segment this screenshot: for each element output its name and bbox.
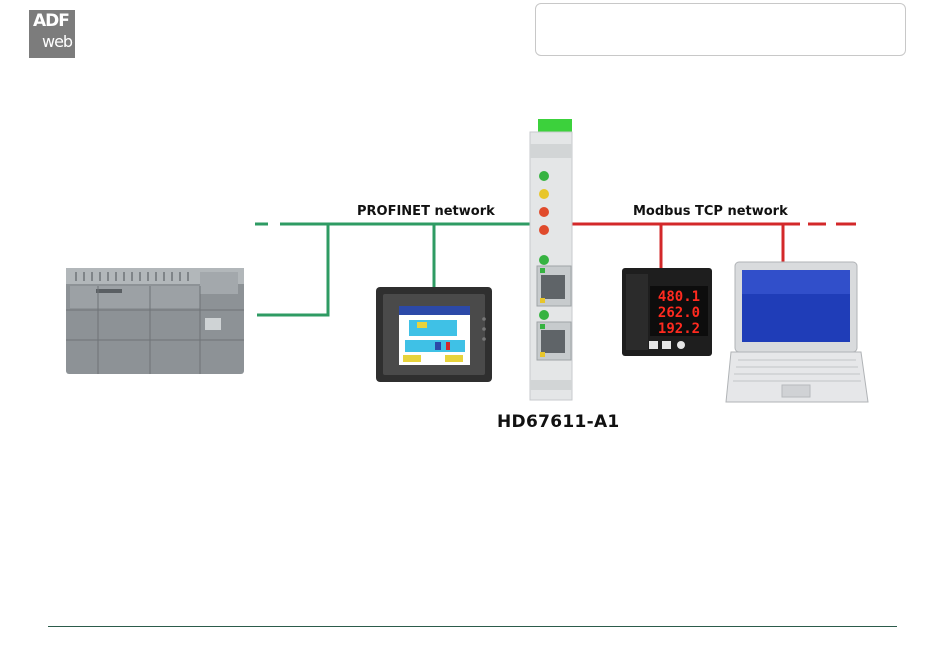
plc-module-top [200, 272, 238, 294]
plc-drop-line [257, 224, 328, 315]
led-green [539, 171, 549, 181]
power-meter: 480.1 262.0 192.2 [622, 268, 712, 356]
modbus-network-label: Modbus TCP network [633, 204, 788, 219]
led-green [539, 255, 549, 265]
device-model-label: HD67611-A1 [497, 412, 620, 432]
plc-port [205, 318, 221, 330]
led-yellow [539, 189, 549, 199]
gateway-green-connector [538, 119, 572, 133]
footer-divider [48, 626, 897, 627]
plc-brand-plate [96, 289, 122, 293]
profinet-network-label: PROFINET network [357, 204, 495, 219]
led-red [539, 207, 549, 217]
meter-reading-2: 262.0 [658, 305, 700, 321]
led-green [539, 310, 549, 320]
plc-terminal-row [70, 286, 200, 308]
meter-reading-3: 192.2 [658, 321, 700, 337]
led-red [539, 225, 549, 235]
laptop [726, 262, 868, 402]
gateway-device [530, 119, 572, 400]
hmi-panel [376, 287, 492, 382]
meter-reading-1: 480.1 [658, 289, 700, 305]
modbus-lines [572, 224, 856, 268]
laptop-touchpad [782, 385, 810, 397]
plc-device [66, 268, 244, 374]
